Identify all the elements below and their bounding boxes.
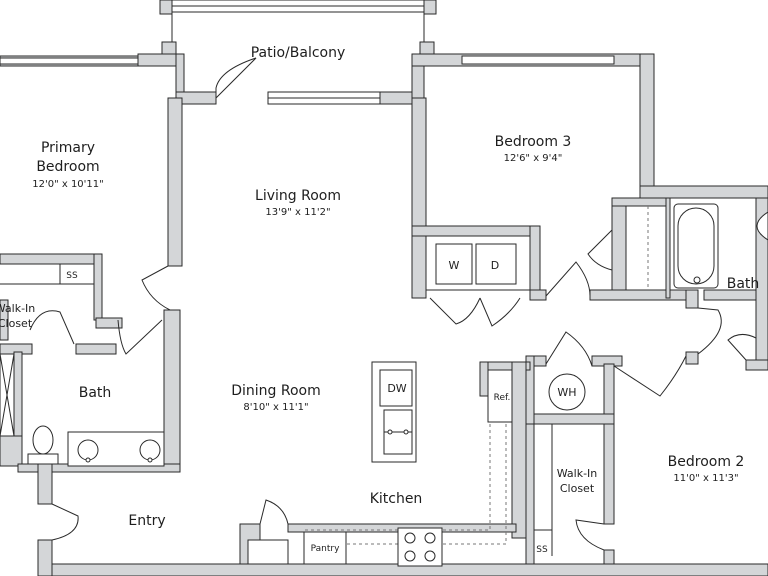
label-pantry: Pantry: [311, 544, 340, 554]
kitchen-fixtures: [247, 361, 513, 567]
left-bath-fixtures: [0, 353, 165, 467]
dims-dining-room: 8'10" x 11'1": [243, 402, 308, 413]
label-walkin-left-1: Walk-In: [0, 302, 35, 315]
utility-fixtures: [534, 373, 586, 556]
label-walkin-right-1: Walk-In: [557, 467, 598, 480]
label-bedroom2: Bedroom 2: [668, 454, 745, 470]
label-dining-room: Dining Room: [231, 383, 321, 399]
label-bath-right: Bath: [727, 276, 760, 292]
room-labels: Patio/Balcony Primary Bedroom 12'0" x 10…: [0, 45, 759, 529]
doors: [29, 57, 757, 551]
label-kitchen: Kitchen: [370, 491, 423, 507]
fixture-labels: W D DW Ref. WH Pantry SS SS: [66, 259, 576, 555]
label-water-heater: WH: [557, 386, 576, 399]
label-patio: Patio/Balcony: [251, 45, 346, 61]
label-bath-left: Bath: [79, 385, 112, 401]
label-entry: Entry: [128, 513, 165, 529]
left-closet-shelf: [0, 264, 94, 285]
dims-bedroom2: 11'0" x 11'3": [673, 473, 738, 484]
label-living-room: Living Room: [255, 188, 341, 204]
label-primary-bedroom-1: Primary: [41, 140, 95, 156]
dims-bedroom3: 12'6" x 9'4": [504, 153, 563, 164]
right-bath-fixtures: [647, 203, 768, 290]
label-shelf-left: SS: [66, 271, 78, 281]
dims-primary-bedroom: 12'0" x 10'11": [32, 179, 104, 190]
walls: [0, 53, 768, 576]
label-walkin-right-2: Closet: [560, 482, 595, 495]
label-walkin-left-2: Closet: [0, 317, 33, 330]
label-dryer: D: [491, 259, 499, 272]
label-shelf-right: SS: [536, 545, 548, 555]
label-primary-bedroom-2: Bedroom: [36, 159, 99, 175]
label-washer: W: [449, 259, 460, 272]
label-refrigerator: Ref.: [494, 393, 511, 403]
label-bedroom3: Bedroom 3: [495, 134, 572, 150]
dims-living-room: 13'9" x 11'2": [265, 207, 330, 218]
label-dishwasher: DW: [387, 382, 406, 395]
